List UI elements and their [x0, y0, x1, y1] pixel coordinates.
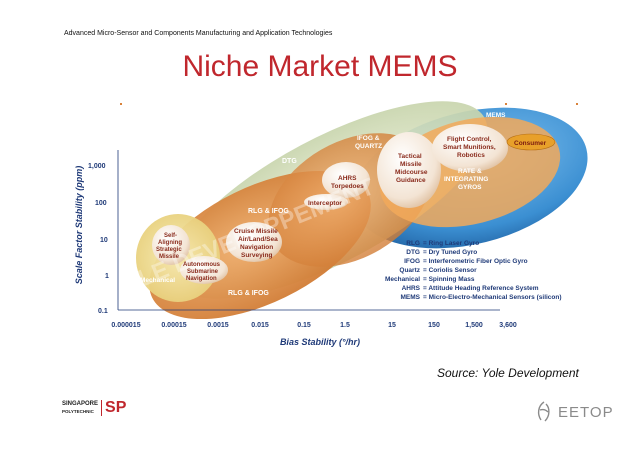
self-aligning-bubble	[152, 225, 190, 265]
tactical-missile-bubble	[377, 132, 441, 208]
y-tick-label: 100	[95, 200, 107, 207]
rlg-ifog-upper-label: RLG & IFOG	[248, 208, 289, 215]
autonomous-submarine-label: Navigation	[186, 276, 217, 282]
consumer-label: Consumer	[514, 140, 547, 147]
header-text: Advanced Micro-Sensor and Components Man…	[64, 30, 333, 37]
y-tick-labels: 1,000 100 10 1 0.1	[88, 163, 109, 315]
eetop-bird-icon	[537, 401, 550, 422]
eetop-logo: EETOP	[534, 400, 614, 424]
y-tick-label: 10	[100, 237, 108, 244]
abbreviation-legend: RLG = Ring Laser Gyro DTG = Dry Tuned Gy…	[385, 240, 562, 301]
self-aligning-label: Strategic	[156, 247, 182, 253]
rate-gyros-label: RATE &	[458, 168, 482, 175]
interceptor-bubble	[304, 194, 348, 210]
x-tick-label: 150	[428, 322, 440, 329]
logo-line-2: POLYTECHNIC	[62, 409, 94, 414]
tactical-missile-label: Missile	[400, 161, 422, 168]
legend-desc: = Interferometric Fiber Optic Gyro	[423, 258, 528, 265]
legend-abbr: IFOG	[404, 258, 420, 265]
x-tick-label: 0.015	[251, 322, 269, 329]
self-aligning-label: Aligning	[158, 240, 182, 246]
legend-abbr: RLG	[406, 240, 420, 247]
singapore-polytechnic-logo: SINGAPORE POLYTECHNIC SP	[62, 399, 126, 417]
y-axis-title: Scale Factor Stability (ppm)	[74, 166, 84, 285]
mechanical-label: Mechanical	[140, 277, 175, 284]
legend-abbr: Mechanical	[385, 276, 420, 283]
cruise-missile-label: Air/Land/Sea	[238, 236, 278, 243]
flight-control-label: Robotics	[457, 152, 485, 159]
x-axis-title: Bias Stability (°/hr)	[280, 337, 360, 347]
flight-control-label: Smart Munitions,	[443, 144, 496, 151]
legend-desc: = Ring Laser Gyro	[423, 240, 479, 247]
y-tick-label: 1,000	[88, 163, 106, 170]
source-note: Source: Yole Development	[437, 366, 579, 380]
legend-desc: = Micro-Electro-Mechanical Sensors (sili…	[423, 294, 562, 301]
legend-desc: = Spinning Mass	[423, 276, 475, 283]
rlg-ifog-lower-label: RLG & IFOG	[228, 290, 269, 297]
x-tick-label: 0.00015	[161, 322, 186, 329]
ahrs-label: Torpedoes	[331, 183, 364, 190]
legend-abbr: MEMS	[401, 294, 421, 301]
x-tick-label: 1,500	[465, 322, 483, 329]
ifog-quartz-label: QUARTZ	[355, 143, 382, 150]
top-marker	[505, 103, 507, 105]
ifog-quartz-label: IFOG &	[357, 135, 380, 142]
y-tick-label: 0.1	[98, 308, 108, 315]
sp-mark: SP	[105, 399, 127, 416]
eetop-text: EETOP	[558, 403, 614, 421]
x-tick-label: 15	[388, 322, 396, 329]
tactical-missile-label: Midcourse	[395, 169, 428, 176]
top-marker	[120, 103, 122, 105]
autonomous-submarine-label: Submarine	[187, 269, 219, 275]
legend-abbr: Quartz	[399, 267, 420, 274]
cruise-missile-label: Cruise Missile	[234, 228, 278, 235]
self-aligning-label: Missile	[159, 254, 180, 260]
ahrs-bubble	[322, 162, 370, 198]
x-tick-label: 3,600	[499, 322, 517, 329]
legend-desc: = Coriolis Sensor	[423, 267, 477, 274]
self-aligning-label: Self-	[164, 233, 177, 239]
x-tick-label: 0.000015	[111, 322, 140, 329]
legend-abbr: DTG	[406, 249, 420, 256]
rate-gyros-label: GYROS	[458, 184, 482, 191]
x-tick-label: 0.15	[297, 322, 311, 329]
flight-control-label: Flight Control,	[447, 136, 492, 143]
rate-gyros-label: INTEGRATING	[444, 176, 488, 183]
autonomous-submarine-bubble	[180, 256, 228, 284]
cruise-missile-label: Surveying	[241, 252, 272, 259]
legend-desc: = Dry Tuned Gyro	[423, 249, 477, 256]
dtg-label: DTG	[282, 158, 297, 165]
cruise-missile-bubble	[226, 222, 282, 262]
y-tick-label: 1	[105, 273, 109, 280]
interceptor-label: Interceptor	[308, 200, 342, 207]
consumer-bubble	[506, 133, 556, 151]
x-tick-label: 1.5	[340, 322, 350, 329]
legend-desc: = Attitude Heading Reference System	[423, 285, 539, 292]
tactical-missile-label: Guidance	[396, 177, 426, 184]
top-marker	[576, 103, 578, 105]
autonomous-submarine-label: Autonomous	[183, 262, 221, 268]
cruise-missile-label: Navigation	[240, 244, 273, 251]
logo-line-1: SINGAPORE	[62, 401, 99, 407]
flight-control-bubble	[432, 124, 508, 172]
x-tick-label: 0.0015	[207, 322, 229, 329]
tactical-missile-label: Tactical	[398, 153, 422, 160]
mems-label: MEMS	[486, 112, 506, 119]
x-tick-labels: 0.000015 0.00015 0.0015 0.015 0.15 1.5 1…	[111, 322, 516, 329]
legend-abbr: AHRS	[402, 285, 421, 292]
slide-title: Niche Market MEMS	[182, 50, 458, 83]
ahrs-label: AHRS	[338, 175, 357, 182]
